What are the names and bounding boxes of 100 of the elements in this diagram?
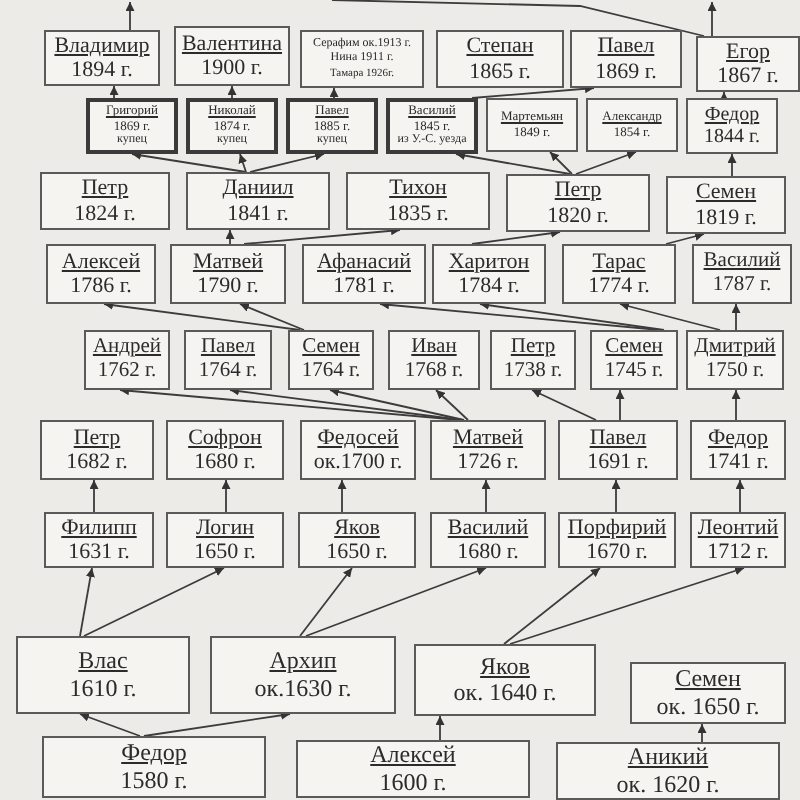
person-name: Семен: [605, 336, 663, 360]
person-name: Семен: [675, 666, 741, 693]
arrow: [455, 151, 571, 175]
person-name: Матвей: [192, 249, 264, 274]
arrow: [109, 85, 119, 99]
person-name: Семен: [302, 336, 360, 360]
person-box: [346, 172, 490, 230]
birth-year: 1790 г.: [197, 274, 259, 299]
arrow: [479, 300, 665, 331]
birth-year: 1781 г.: [333, 274, 395, 299]
person-name: Матвей: [452, 425, 524, 450]
arrow: [329, 87, 339, 99]
arrow: [83, 567, 225, 637]
person-name: Аникий: [627, 744, 709, 771]
arrow: [697, 723, 707, 743]
person-name: Павел: [597, 34, 655, 59]
birth-year: 1865 г.: [469, 59, 531, 84]
birth-year: ок.1630 г.: [254, 675, 352, 702]
arrow: [125, 1, 135, 31]
birth-year: 1869 г.: [595, 59, 657, 84]
person-box: [556, 742, 780, 800]
arrow: [731, 389, 741, 421]
connector-line: [331, 0, 705, 37]
person-box: [686, 330, 784, 390]
person-box: [300, 420, 416, 480]
person-name: Афанасий: [317, 249, 411, 274]
birth-year: 1894 г.: [71, 58, 133, 83]
arrow: [707, 1, 717, 37]
person-box: [586, 98, 678, 152]
birth-year: 1726 г.: [457, 450, 519, 475]
birth-year: 1650 г.: [326, 540, 388, 565]
person-box: [570, 30, 682, 88]
birth-year: 1844 г.: [704, 126, 760, 149]
birth-year: 1787 г.: [712, 274, 772, 298]
arrow: [143, 710, 291, 737]
person-name: Федор: [121, 740, 187, 767]
person-box: [692, 244, 792, 304]
person-name: Харитон: [448, 249, 530, 274]
person-box: [666, 176, 786, 234]
birth-year: 1867 г.: [717, 64, 779, 89]
person-box: [174, 26, 290, 86]
arrow: [503, 567, 601, 645]
arrow: [665, 231, 705, 245]
birth-year: 1600 г.: [379, 769, 447, 796]
person-name: Софрон: [188, 425, 262, 450]
person-box: [630, 662, 786, 724]
person-box: [288, 330, 374, 390]
birth-year: 1631 г.: [68, 540, 130, 565]
arrow: [238, 153, 248, 173]
person-box: [506, 174, 650, 232]
person-box: [690, 512, 786, 568]
person-name: Алексей: [370, 742, 456, 769]
person-name: Федосей: [317, 425, 399, 450]
birth-year: 1712 г.: [707, 540, 769, 565]
arrow: [481, 479, 491, 513]
person-name: Влас: [78, 648, 128, 675]
birth-year: ок. 1650 г.: [656, 693, 760, 720]
person-name: Дмитрий: [694, 336, 776, 360]
person-box: [186, 98, 278, 154]
arrow: [509, 566, 745, 645]
birth-year: 1768 г.: [404, 360, 464, 384]
birth-year: 1762 г.: [97, 360, 157, 384]
arrow: [79, 567, 95, 637]
birth-year: 1784 г.: [458, 274, 520, 299]
person-name: Алексей: [61, 249, 141, 274]
person-name: Петр: [510, 336, 556, 360]
person-box: [40, 172, 170, 230]
person-box: [386, 98, 478, 154]
person-name: Яков: [480, 653, 530, 680]
person-box: [696, 36, 800, 92]
arrow: [225, 229, 235, 245]
arrow: [131, 150, 247, 173]
person-name: Василий: [703, 250, 781, 274]
person-name: Павел: [200, 336, 256, 360]
arrow: [471, 84, 595, 99]
birth-year: 1682 г.: [66, 450, 128, 475]
person-name: Владимир: [54, 33, 150, 58]
person-name: Леонтий: [697, 515, 779, 540]
arrow: [549, 151, 573, 175]
person-box: [690, 420, 786, 480]
arrow: [435, 389, 469, 421]
arrow: [299, 567, 353, 637]
birth-year: ок. 1620 г.: [616, 771, 720, 798]
person-name: Архип: [269, 648, 337, 675]
person-name: Яков: [334, 515, 380, 540]
birth-year: 1680 г.: [457, 540, 519, 565]
person-name: Тихон: [389, 176, 447, 201]
person-name: Филипп: [61, 515, 137, 540]
person-box: [86, 98, 178, 154]
arrow: [221, 479, 231, 513]
birth-year: 1650 г.: [194, 540, 256, 565]
birth-year: 1774 г.: [588, 274, 650, 299]
person-box: [590, 330, 678, 390]
birth-year: 1738 г.: [503, 360, 563, 384]
arrow: [249, 151, 325, 173]
birth-year: 1610 г.: [69, 675, 137, 702]
birth-year: 1835 г.: [387, 201, 449, 226]
person-box: [414, 644, 596, 716]
birth-year: 1580 г.: [120, 767, 188, 794]
arrow: [471, 228, 561, 245]
